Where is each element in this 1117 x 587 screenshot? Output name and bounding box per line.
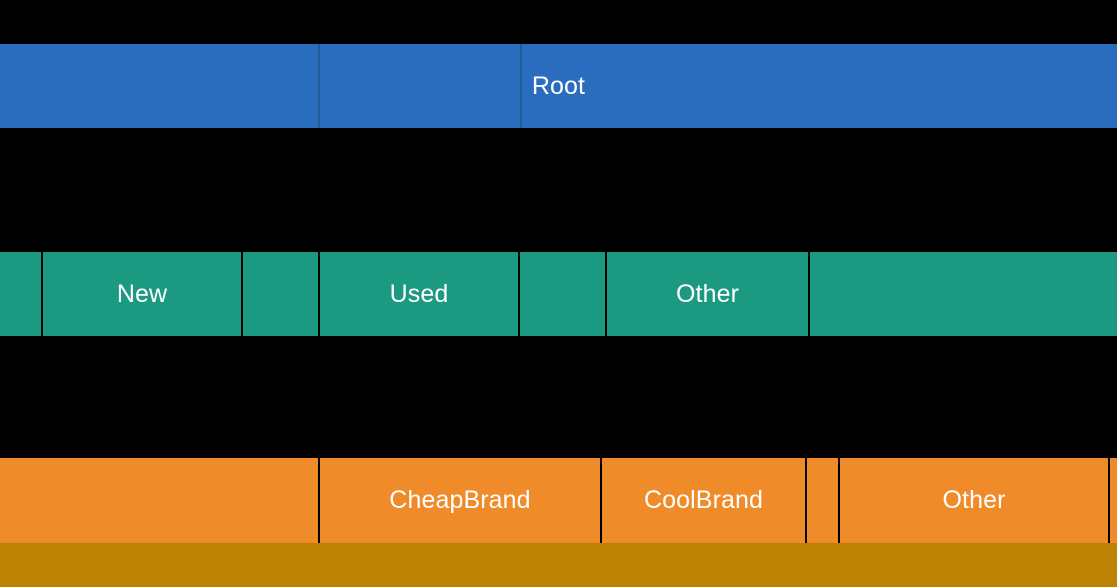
icicle-level-brand: CheapBrand CoolBrand Other [0, 458, 1117, 543]
icicle-node-root-segment-1[interactable] [318, 44, 522, 128]
icicle-node-used[interactable]: Used [320, 252, 518, 336]
icicle-label-cheapbrand: CheapBrand [389, 486, 531, 514]
icicle-node-category-pad-right[interactable] [810, 252, 1117, 336]
icicle-node-brand-pad-right[interactable] [1110, 458, 1117, 543]
icicle-node-cheapbrand[interactable]: CheapBrand [320, 458, 600, 543]
icicle-label-other-brand: Other [942, 486, 1006, 514]
icicle-node-root[interactable] [0, 44, 1117, 128]
icicle-label-coolbrand: CoolBrand [643, 486, 764, 514]
icicle-node-new[interactable]: New [43, 252, 241, 336]
icicle-node-category-pad-left[interactable] [0, 252, 41, 336]
icicle-node-leaf-band[interactable] [0, 543, 1117, 587]
icicle-node-category-gap-1[interactable] [243, 252, 318, 336]
icicle-node-brand-pad-left[interactable] [0, 458, 318, 543]
icicle-label-used: Used [389, 279, 449, 308]
icicle-level-leaf [0, 543, 1117, 587]
icicle-label-other-category: Other [675, 279, 740, 308]
icicle-node-other-category[interactable]: Other [607, 252, 808, 336]
icicle-node-coolbrand[interactable]: CoolBrand [602, 458, 805, 543]
icicle-label-new: New [116, 279, 168, 308]
icicle-node-category-gap-2[interactable] [520, 252, 605, 336]
icicle-level-root: Root [0, 44, 1117, 128]
icicle-level-category: New Used Other [0, 252, 1117, 336]
icicle-node-other-brand[interactable]: Other [840, 458, 1108, 543]
icicle-node-brand-gap-1[interactable] [807, 458, 838, 543]
